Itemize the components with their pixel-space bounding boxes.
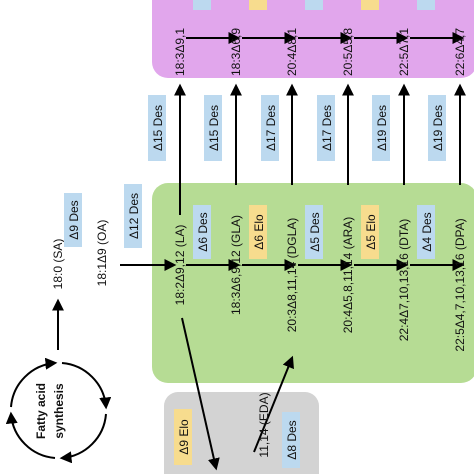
enzyme-d8-des: Δ8 Des <box>282 412 300 468</box>
compound-dta: 22:4Δ7,10,13,16 (DTA) <box>397 219 411 342</box>
enzyme-d5-elo: Δ5 Elo <box>361 205 379 259</box>
compound-top-6: 22:6Δ4,7 <box>453 28 467 76</box>
compound-top-3: 20:4Δ8,1 <box>285 28 299 76</box>
omega6-region <box>152 183 474 383</box>
enzyme-d19-des-1: Δ19 Des <box>372 95 390 161</box>
svg-text:Δ19 Des: Δ19 Des <box>431 105 445 151</box>
arrow-la-to-eda <box>181 317 220 471</box>
compound-eda: 11,14 (EDA) <box>257 392 271 457</box>
svg-text:Δ15 Des: Δ15 Des <box>207 105 221 151</box>
compound-oa: 18:1Δ9 (OA) <box>95 220 109 287</box>
enzyme-d6-des: Δ6 Des <box>193 205 211 259</box>
top-enzyme-box-3 <box>305 0 323 10</box>
top-enzyme-box-2 <box>249 0 267 10</box>
compound-gla: 18:3Δ6,9,12 (GLA) <box>229 215 243 315</box>
enzyme-d12-des: Δ12 Des <box>124 184 142 248</box>
svg-text:Δ9 Elo: Δ9 Elo <box>177 419 191 455</box>
enzyme-d15-des-1: Δ15 Des <box>148 95 166 161</box>
enzyme-d17-des-2: Δ17 Des <box>317 95 335 161</box>
synthesis-label-line2: synthesis <box>52 383 66 439</box>
enzyme-d9-elo: Δ9 Elo <box>174 409 192 465</box>
svg-text:Δ12 Des: Δ12 Des <box>127 193 141 239</box>
svg-text:Δ6 Elo: Δ6 Elo <box>252 214 266 250</box>
top-enzyme-box-5 <box>417 0 435 10</box>
compound-top-2: 18:3Δ6,9 <box>229 28 243 76</box>
compound-ara: 20:4Δ5,8,11,14 (ARA) <box>341 217 355 334</box>
arrow-eda-to-dgla <box>253 355 294 453</box>
svg-text:Δ4 Des: Δ4 Des <box>420 212 434 251</box>
top-enzyme-box-1 <box>193 0 211 10</box>
svg-text:Δ9 Des: Δ9 Des <box>67 200 81 239</box>
svg-text:Δ6 Des: Δ6 Des <box>196 212 210 251</box>
compound-sa: 18:0 (SA) <box>51 239 65 290</box>
svg-text:Δ19 Des: Δ19 Des <box>375 105 389 151</box>
top-enzyme-box-4 <box>361 0 379 10</box>
enzyme-d9-des: Δ9 Des <box>64 193 82 247</box>
synthesis-label-line1: Fatty acid <box>34 383 48 439</box>
compound-dgla: 20:3Δ8,11,14 (DGLA) <box>285 218 299 333</box>
synthesis-cycle: Fatty acid synthesis <box>5 357 112 464</box>
svg-text:Δ5 Des: Δ5 Des <box>308 212 322 251</box>
svg-text:Δ8 Des: Δ8 Des <box>285 420 299 459</box>
enzyme-d15-des-2: Δ15 Des <box>204 95 222 161</box>
svg-text:Δ15 Des: Δ15 Des <box>151 105 165 151</box>
enzyme-d17-des-1: Δ17 Des <box>261 95 279 161</box>
compound-la: 18:2Δ9,12 (LA) <box>173 225 187 306</box>
svg-text:Δ17 Des: Δ17 Des <box>320 105 334 151</box>
enzyme-d4-des: Δ4 Des <box>417 205 435 259</box>
enzyme-d6-elo: Δ6 Elo <box>249 205 267 259</box>
enzyme-d5-des: Δ5 Des <box>305 205 323 259</box>
compound-top-5: 22:5Δ7,1 <box>397 28 411 76</box>
svg-text:Δ5 Elo: Δ5 Elo <box>364 214 378 250</box>
svg-text:Δ17 Des: Δ17 Des <box>264 105 278 151</box>
enzyme-d19-des-2: Δ19 Des <box>428 95 446 161</box>
compound-dpa: 22:5Δ4,7,10,13,16 (DPA) <box>453 218 467 351</box>
compound-top-1: 18:3Δ9,1 <box>173 28 187 76</box>
compound-top-4: 20:5Δ5,8 <box>341 28 355 76</box>
